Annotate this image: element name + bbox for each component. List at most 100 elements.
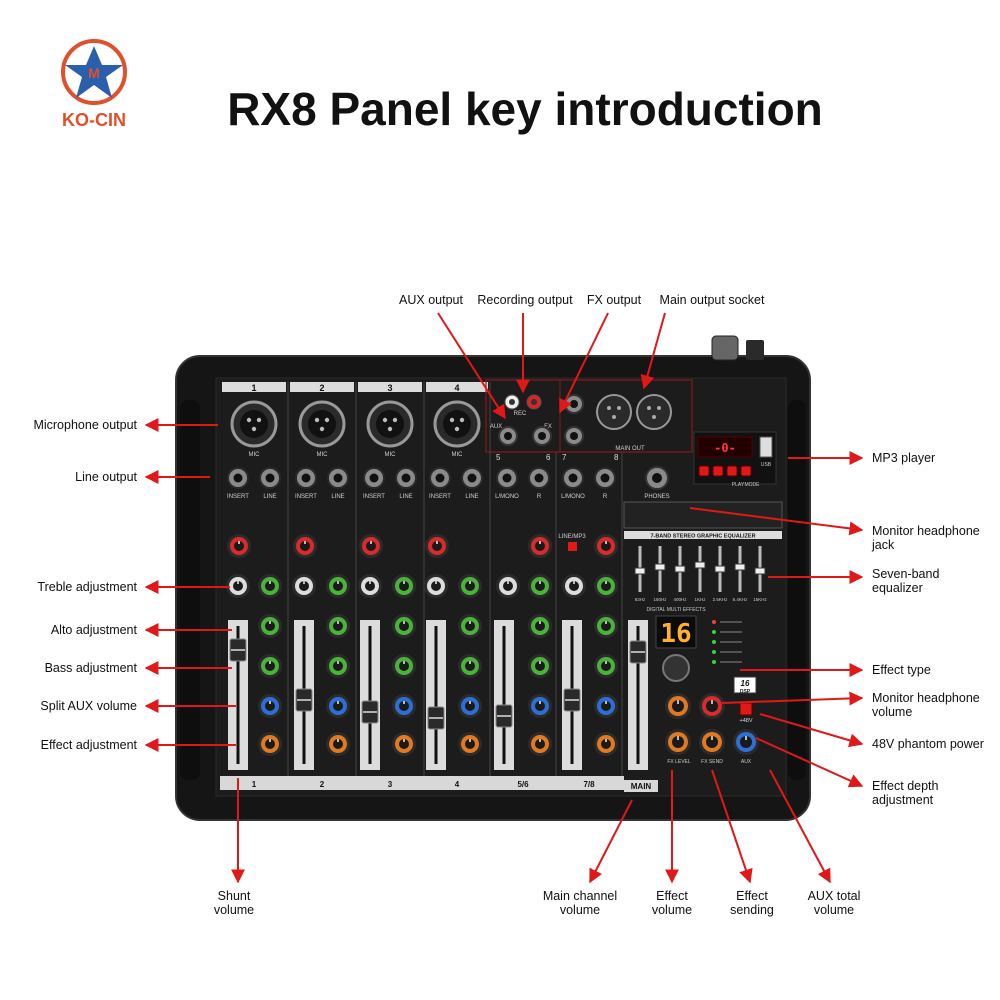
usb-port (759, 436, 773, 458)
xlr-pin (324, 417, 330, 423)
mic-label-2: MIC (317, 452, 329, 458)
stereo-alto-knob-1-cap (535, 621, 545, 631)
insert-label-4: INSERT (429, 494, 451, 500)
mic-label-4: MIC (452, 452, 464, 458)
stereo-pan-knob-2-cap (569, 581, 579, 591)
label-monitor-headphone-volume-2: volume (872, 705, 912, 719)
label-main-output-socket: Main output socket (660, 293, 765, 307)
arrow-monitor-headphone-volume (721, 691, 864, 706)
logo-ring (61, 39, 127, 105)
usb-label: USB (761, 462, 772, 468)
mp3-display (697, 436, 753, 458)
jack-hole (233, 473, 243, 483)
arrow-main-output-socket (640, 312, 666, 390)
label-phantom-power: 48V phantom power (872, 737, 984, 751)
channel-header-1-label: 1 (251, 383, 256, 393)
label-main-channel-volume-1: Main channel (543, 889, 617, 903)
gain-knob-3-cap (366, 541, 376, 551)
main-footer (624, 780, 658, 792)
xlr-socket (308, 410, 336, 438)
annotation-labels: AUX output Recording output FX output Ma… (33, 293, 983, 917)
effect-select-knob (662, 654, 690, 682)
stereo-top-7: 7 (562, 453, 567, 462)
treble-knob-4-cap (465, 581, 475, 591)
insert-label-2: INSERT (295, 494, 317, 500)
stereo-treble-knob-1-cap (535, 581, 545, 591)
channel-headers: 1 2 3 4 (222, 382, 488, 393)
fader-slot (368, 626, 372, 764)
rec-label: REC (514, 411, 527, 417)
xlr-socket (376, 410, 404, 438)
xlr-pin (319, 426, 325, 432)
label-effect-sending-2: sending (730, 903, 774, 917)
pan-knob-3-cap (365, 581, 375, 591)
fx-send-label: FX SEND (701, 759, 723, 765)
eq-sliders (634, 546, 766, 592)
output-box (485, 379, 693, 453)
jack-hole (435, 473, 445, 483)
mp3-button-play-label: PLAY (732, 482, 745, 488)
effect-knob-4-cap (465, 739, 475, 749)
footer-label-3: 3 (388, 780, 393, 789)
arrow-effect-sending (711, 769, 753, 884)
l-mono-label-2: L/MONO (561, 494, 585, 500)
aux-label: AUX (490, 424, 502, 430)
alto-knob-2-cap (333, 621, 343, 631)
effect-knob-1-cap (265, 739, 275, 749)
jack-hole (333, 473, 343, 483)
label-seven-band-1: Seven-band (872, 567, 939, 581)
stereo-treble-knob-2-cap (601, 581, 611, 591)
xlr-pin (392, 417, 398, 423)
eq-band-label-1: 63Hz (635, 597, 646, 602)
label-bass-adjustment: Bass adjustment (45, 661, 138, 675)
aux-master-knob-cap (740, 736, 752, 748)
stereo-top-5: 5 (496, 453, 501, 462)
r-label-2: R (603, 494, 608, 500)
arrow-fx-output (559, 312, 609, 414)
label-effect-type: Effect type (872, 663, 931, 677)
eq-band-label-7: 15KHz (753, 597, 767, 602)
label-recording-output: Recording output (477, 293, 573, 307)
line-label-2: LINE (331, 494, 344, 500)
eq-info-table (623, 501, 783, 529)
jack-hole (369, 473, 379, 483)
effect-knob-2-cap (333, 739, 343, 749)
jack-hole (568, 473, 578, 483)
fx-level-label: FX LEVEL (667, 759, 691, 765)
label-main-channel-volume-2: volume (560, 903, 600, 917)
main-out-jack (711, 335, 739, 361)
arrow-aux-output (437, 312, 506, 420)
eq-band-label-3: 400Hz (673, 597, 687, 602)
label-treble-adjustment: Treble adjustment (37, 580, 137, 594)
effect-depth-knob-cap (672, 700, 684, 712)
label-alto-adjustment: Alto adjustment (51, 623, 138, 637)
stereo-pan-knob-1-cap (503, 581, 513, 591)
gain-knob-4-cap (432, 541, 442, 551)
channel-header-2 (290, 382, 354, 392)
stereo-gain-knob-1-cap (535, 541, 545, 551)
eq-title: 7-BAND STEREO GRAPHIC EQUALIZER (650, 534, 755, 540)
xlr-pin (387, 426, 393, 432)
arrow-phantom-power (759, 713, 864, 748)
jack-hole (502, 473, 512, 483)
jack-hole (467, 473, 477, 483)
footer-label-56: 5/6 (517, 780, 529, 789)
stereo-bass-knob-1-cap (535, 661, 545, 671)
mp3-buttons (698, 465, 752, 477)
label-shunt-volume-2: volume (214, 903, 254, 917)
eq-band-label-6: 6.4KHz (733, 597, 749, 602)
label-aux-total-volume-2: volume (814, 903, 854, 917)
eq-slider-cap-1 (634, 567, 646, 575)
jack-hole (600, 473, 610, 483)
phantom-label: +48V (740, 718, 753, 724)
fader-slot (236, 626, 240, 764)
footer-label-1: 1 (252, 780, 257, 789)
treble-knob-2-cap (333, 581, 343, 591)
mp3-display-text: -0- (714, 441, 736, 455)
mp3-player: -0- USB PLAY MODE (693, 431, 777, 488)
aux-knob-3-cap (399, 701, 409, 711)
insert-label-3: INSERT (363, 494, 385, 500)
line-label-3: LINE (399, 494, 412, 500)
